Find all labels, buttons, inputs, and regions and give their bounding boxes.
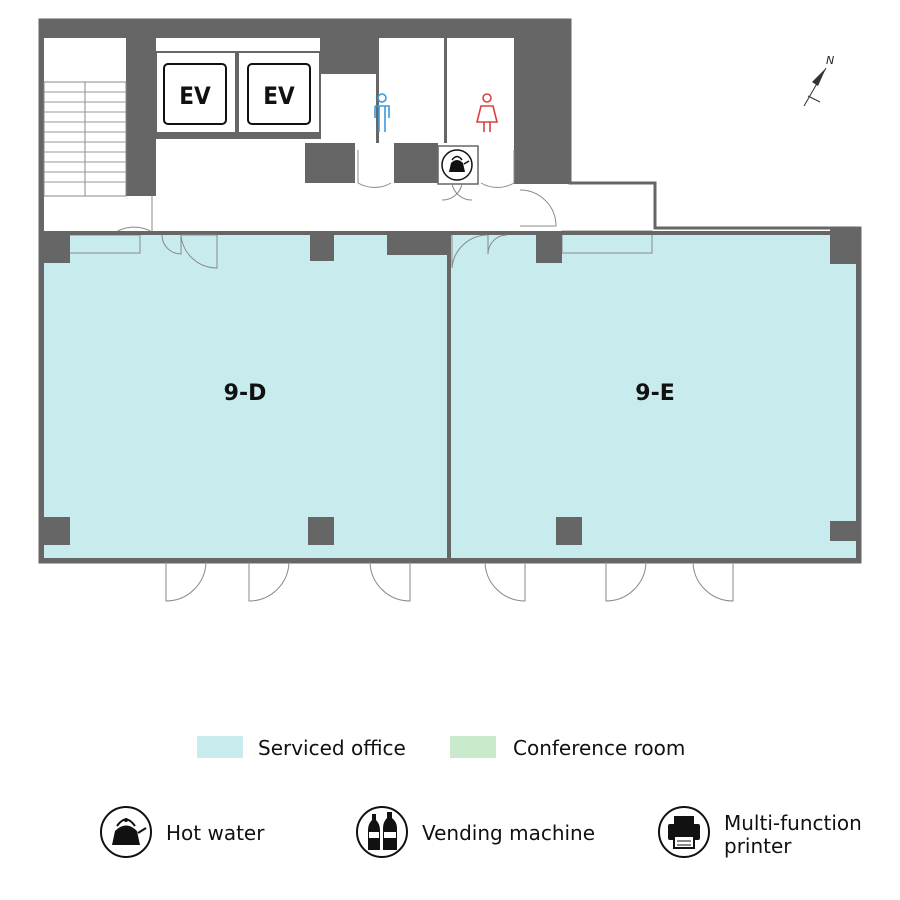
- legend-label-serviced-office: Serviced office: [258, 736, 406, 760]
- legend-label-conference-room: Conference room: [513, 736, 685, 760]
- male-restroom-icon: [374, 93, 390, 132]
- legend-label-vending-machine: Vending machine: [422, 821, 595, 845]
- elevator-1: [163, 63, 227, 125]
- legend-swatch-serviced-office: [197, 736, 243, 758]
- room-9-D-area[interactable]: [42, 235, 447, 560]
- legend-label-printer-line2: printer: [724, 834, 792, 858]
- female-restroom-icon: [475, 93, 499, 132]
- office-entry-doors: [161, 234, 508, 269]
- room-9-E-label: 9-E: [635, 381, 674, 406]
- printer-icon: [658, 806, 710, 858]
- legend-areas: Serviced office Conference room: [197, 736, 685, 760]
- room-9-E-area[interactable]: [451, 231, 857, 560]
- elevator-2-label: EV: [263, 82, 295, 110]
- legend-label-printer-line1: Multi-function: [724, 811, 862, 835]
- elevator-1-label: EV: [179, 82, 211, 110]
- room-9-D[interactable]: 9-D: [41, 234, 447, 560]
- exterior-doors: [165, 561, 734, 602]
- room-9-D-label: 9-D: [224, 381, 267, 406]
- kettle-icon: [100, 806, 152, 858]
- bottles-icon: [356, 806, 408, 858]
- legend-swatch-conference-room: [450, 736, 496, 758]
- legend-label-hot-water: Hot water: [166, 821, 265, 845]
- elevator-2: [247, 63, 311, 125]
- building-walls: [38, 18, 862, 564]
- elevator-shafts: EV EV: [155, 51, 321, 139]
- north-label: N: [826, 54, 834, 67]
- staircase: [43, 81, 127, 197]
- north-arrow-icon: N: [803, 54, 834, 107]
- hot-water-station-icon: [437, 145, 479, 185]
- legend-amenities: Hot water Vending machine Multi-function…: [100, 806, 862, 858]
- room-9-E[interactable]: 9-E: [451, 230, 857, 560]
- office-walls: [40, 228, 860, 562]
